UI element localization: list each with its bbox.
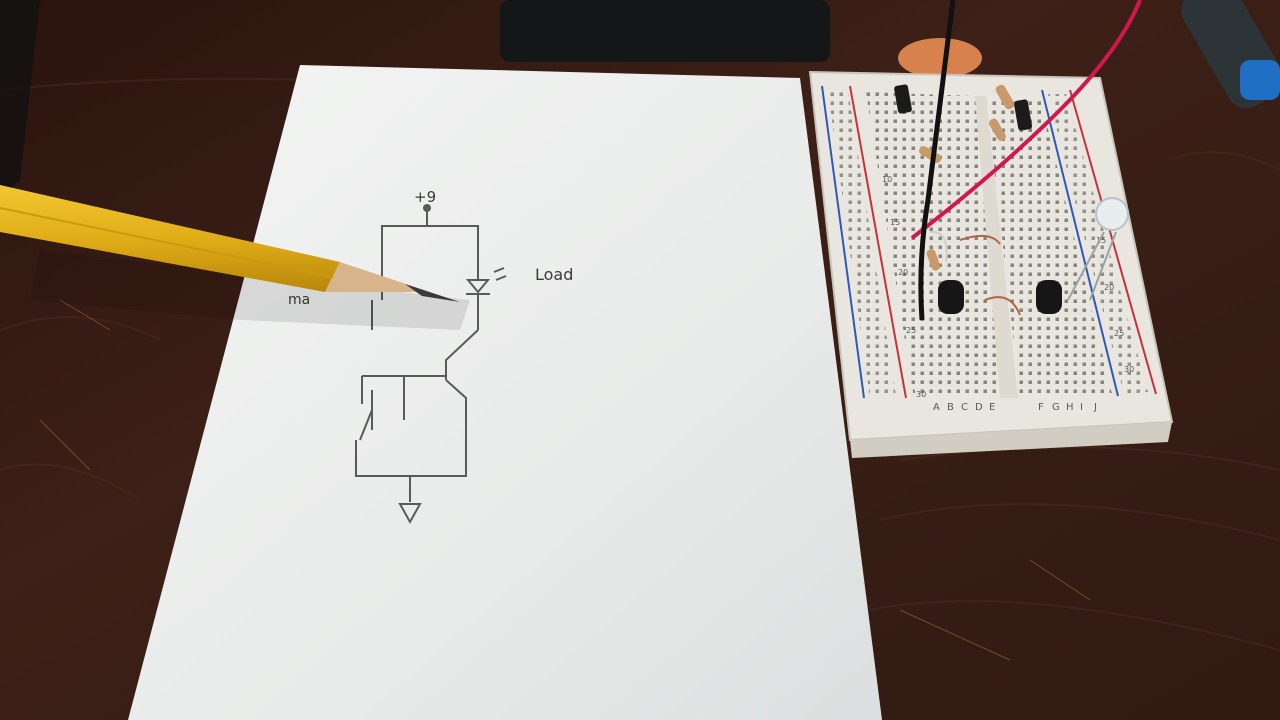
ma-label: ma	[288, 292, 310, 308]
svg-text:J: J	[1093, 402, 1097, 413]
svg-text:15: 15	[890, 218, 900, 227]
black-device	[500, 0, 830, 62]
breadboard-column-letters: A B C D E F G H I J	[933, 402, 1097, 413]
svg-text:H: H	[1066, 402, 1074, 413]
yellow-pencil	[0, 185, 460, 302]
pencil-shadow	[30, 250, 470, 330]
breadboard	[808, 70, 1174, 458]
dark-cable-left	[0, 0, 40, 200]
breadboard-row-numbers: 10 15 20 25 30 15 20 25 30	[882, 175, 1134, 399]
breadboard-components	[894, 84, 1129, 316]
svg-text:20: 20	[898, 268, 908, 277]
svg-text:E: E	[989, 402, 995, 413]
table-scratches	[39, 299, 1091, 661]
svg-text:30: 30	[1124, 365, 1134, 374]
svg-text:B: B	[947, 402, 954, 413]
svg-text:C: C	[961, 402, 968, 413]
svg-text:15: 15	[1096, 236, 1106, 245]
svg-text:25: 25	[1114, 329, 1124, 338]
paper-sheet	[128, 65, 882, 720]
red-wire	[910, 0, 1142, 240]
svg-text:G: G	[1052, 402, 1060, 413]
svg-text:A: A	[933, 402, 940, 413]
svg-text:D: D	[975, 402, 983, 413]
circuit-sketch	[355, 204, 507, 525]
svg-text:20: 20	[1104, 283, 1114, 292]
marker-pen	[1181, 0, 1280, 109]
svg-text:30: 30	[916, 390, 926, 399]
supply-label: +9	[414, 188, 436, 206]
ceramic-capacitor	[898, 38, 982, 78]
black-wire	[918, 0, 956, 321]
svg-text:10: 10	[882, 175, 892, 184]
svg-text:F: F	[1038, 402, 1044, 413]
svg-text:I: I	[1080, 402, 1083, 413]
svg-text:25: 25	[906, 326, 916, 335]
load-label: Load	[535, 265, 573, 284]
